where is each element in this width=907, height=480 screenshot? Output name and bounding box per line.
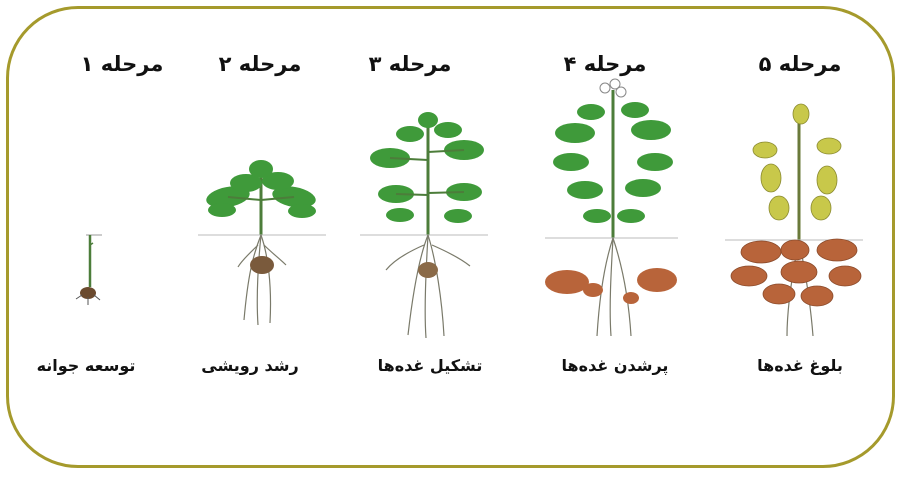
stage-1-title: مرحله ۱ — [52, 52, 192, 76]
mature-plant-icon — [725, 100, 865, 340]
stage-5-title: مرحله ۵ — [730, 52, 870, 76]
leafy-plant-icon — [360, 110, 490, 340]
stage-2-caption: رشد رویشی — [170, 356, 330, 375]
stage-1-caption: توسعه جوانه — [6, 356, 166, 375]
stage-5-caption: بلوغ غده‌ها — [720, 356, 880, 375]
stage-2-title: مرحله ۲ — [190, 52, 330, 76]
stage-4-title: مرحله ۴ — [535, 52, 675, 76]
plant-icon — [198, 155, 328, 330]
stage-3-caption: تشکیل غده‌ها — [350, 356, 510, 375]
stage-4-caption: پرشدن غده‌ها — [535, 356, 695, 375]
sprout-icon — [60, 225, 120, 315]
stage-3-title: مرحله ۳ — [340, 52, 480, 76]
flowering-plant-icon — [545, 78, 680, 338]
